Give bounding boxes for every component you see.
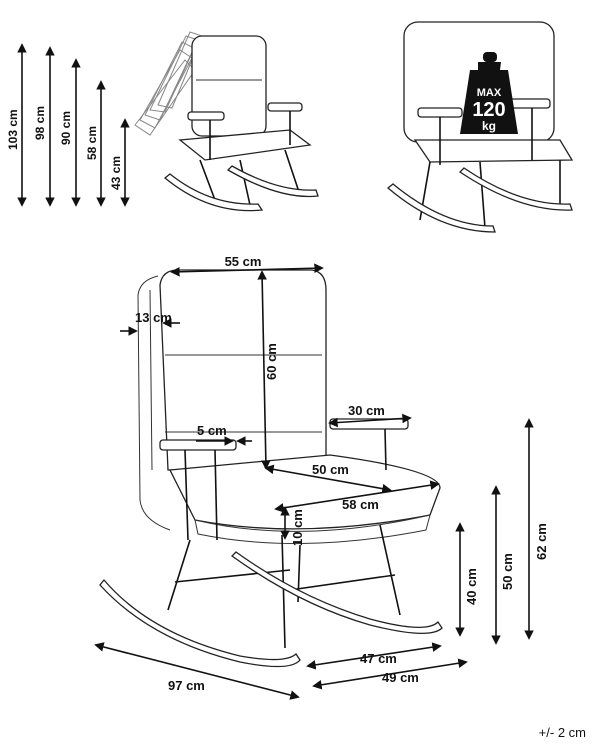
label-seat-thickness: 10 cm (290, 509, 305, 546)
label-armrest-width: 5 cm (197, 423, 227, 438)
label-armrest-height: 50 cm (500, 553, 515, 590)
height-label-43: 43 cm (109, 156, 123, 190)
label-total-side-height: 62 cm (534, 523, 549, 560)
label-seat-width: 58 cm (342, 497, 379, 512)
main-seat (168, 454, 441, 530)
recline-rocker-right (226, 165, 319, 198)
label-armrest-length: 30 cm (348, 403, 385, 418)
recline-backrest (191, 35, 267, 137)
label-seat-height: 40 cm (464, 568, 479, 605)
arrow-armrest-length (328, 413, 412, 428)
weight-diagram: MAX 120 kg (386, 21, 574, 233)
height-label-98: 98 cm (33, 106, 47, 140)
recline-diagram: 103 cm 98 cm 90 cm 58 cm 43 cm (6, 31, 319, 212)
weight-icon (460, 62, 518, 134)
main-chair-diagram: 55 cm 13 cm 60 cm 5 cm 30 cm 50 cm 58 cm… (94, 254, 549, 700)
arrow-base-width (312, 658, 468, 690)
height-label-90: 90 cm (59, 111, 73, 145)
arrow-depth (94, 642, 300, 700)
arrow-backrest-height (257, 270, 271, 470)
label-base-depth: 47 cm (360, 651, 397, 666)
label-seat-depth: 50 cm (312, 462, 349, 477)
label-depth: 97 cm (168, 678, 205, 693)
recline-seat (178, 129, 312, 161)
arrow-seat-width (274, 480, 440, 513)
label-backrest-width: 55 cm (225, 254, 262, 269)
weight-value: 120 (472, 99, 505, 121)
weight-seat (413, 139, 574, 163)
height-label-58: 58 cm (85, 126, 99, 160)
main-armrest-left (159, 439, 237, 451)
weight-max-label: MAX (477, 87, 502, 99)
label-armrest-thickness: 13 cm (135, 310, 172, 325)
recline-rocker-left (163, 173, 264, 212)
label-base-width: 49 cm (382, 670, 419, 685)
weight-rocker-right (458, 167, 573, 211)
weight-rocker-left (386, 183, 496, 233)
main-rocker-right (231, 551, 443, 634)
arrow-backrest-width (170, 263, 324, 277)
tolerance-note: +/- 2 cm (538, 725, 586, 740)
label-backrest-height: 60 cm (264, 343, 279, 380)
height-label-103: 103 cm (6, 109, 20, 150)
weight-unit: kg (482, 119, 496, 133)
